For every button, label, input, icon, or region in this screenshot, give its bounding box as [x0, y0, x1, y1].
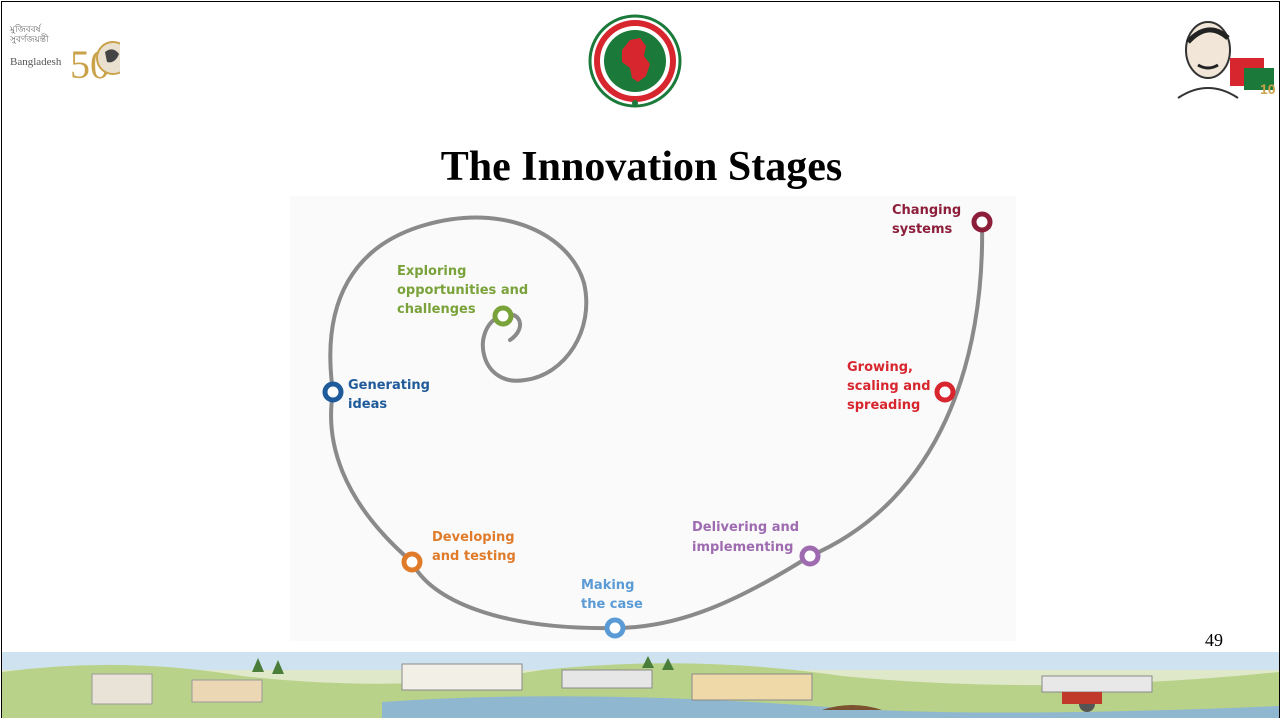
stage-label-developing-line-1: Developing — [432, 530, 515, 545]
stage-marker-making — [604, 617, 626, 639]
stage-label-developing: Developing and testing — [432, 530, 519, 564]
stage-generating: Generating ideas — [322, 378, 435, 412]
slide-title: The Innovation Stages — [440, 144, 843, 190]
stage-marker-developing — [401, 551, 423, 573]
stage-label-exploring-line-1: Exploring — [397, 264, 466, 279]
svg-text:100: 100 — [1260, 81, 1276, 97]
stage-label-delivering-line-2: implementing — [692, 540, 793, 555]
stage-label-growing-line-1: Growing, — [847, 360, 913, 375]
stage-marker-growing — [934, 381, 956, 403]
logo-50-graphic: 50 — [70, 41, 120, 87]
mujib-100-logo-icon: 100 — [1177, 21, 1276, 99]
stage-growing: Growing, scaling and spreading — [847, 360, 956, 413]
landscape-footer-illustration — [2, 652, 1279, 718]
logo-bangla-text: মুজিববর্ষ সুবর্ণজয়ন্তী — [10, 24, 49, 44]
stage-label-making: Making the case — [581, 578, 643, 612]
stage-making: Making the case — [581, 578, 643, 639]
stage-label-exploring-line-3: challenges — [397, 302, 476, 317]
stage-exploring: Exploring opportunities and challenges — [397, 264, 533, 327]
stage-label-generating-line-1: Generating — [348, 378, 430, 393]
stage-developing: Developing and testing — [401, 530, 519, 573]
government-seal-icon — [588, 14, 682, 108]
stage-label-developing-line-2: and testing — [432, 549, 516, 564]
stage-label-delivering-line-1: Delivering and — [692, 520, 799, 535]
stage-label-growing: Growing, scaling and spreading — [847, 360, 935, 413]
stage-label-generating-line-2: ideas — [348, 397, 387, 412]
stage-marker-changing — [971, 211, 993, 233]
stage-marker-exploring — [492, 305, 514, 327]
stage-label-delivering: Delivering and implementing — [692, 520, 804, 555]
stage-marker-generating — [322, 381, 344, 403]
stage-label-making-line-2: the case — [581, 597, 643, 612]
stage-label-changing-line-1: Changing — [892, 203, 961, 218]
spiral-path — [328, 215, 985, 631]
stage-marker-delivering — [799, 545, 821, 567]
stage-label-making-line-1: Making — [581, 578, 634, 593]
stage-label-growing-line-2: scaling and — [847, 379, 931, 394]
stage-label-changing-line-2: systems — [892, 222, 953, 237]
bangladesh-50-logo: মুজিববর্ষ সুবর্ণজয়ন্তী Bangladesh 50 — [10, 12, 120, 92]
stage-label-changing: Changing systems — [892, 203, 966, 237]
stage-delivering: Delivering and implementing — [692, 520, 821, 567]
stage-label-growing-line-3: spreading — [847, 398, 920, 413]
stage-changing: Changing systems — [892, 203, 993, 237]
page-number: 49 — [1205, 630, 1223, 650]
stage-label-exploring: Exploring opportunities and challenges — [397, 264, 533, 317]
stage-label-exploring-line-2: opportunities and — [397, 283, 528, 298]
stage-label-generating: Generating ideas — [348, 378, 435, 412]
logo-bangladesh-text: Bangladesh — [10, 56, 62, 68]
